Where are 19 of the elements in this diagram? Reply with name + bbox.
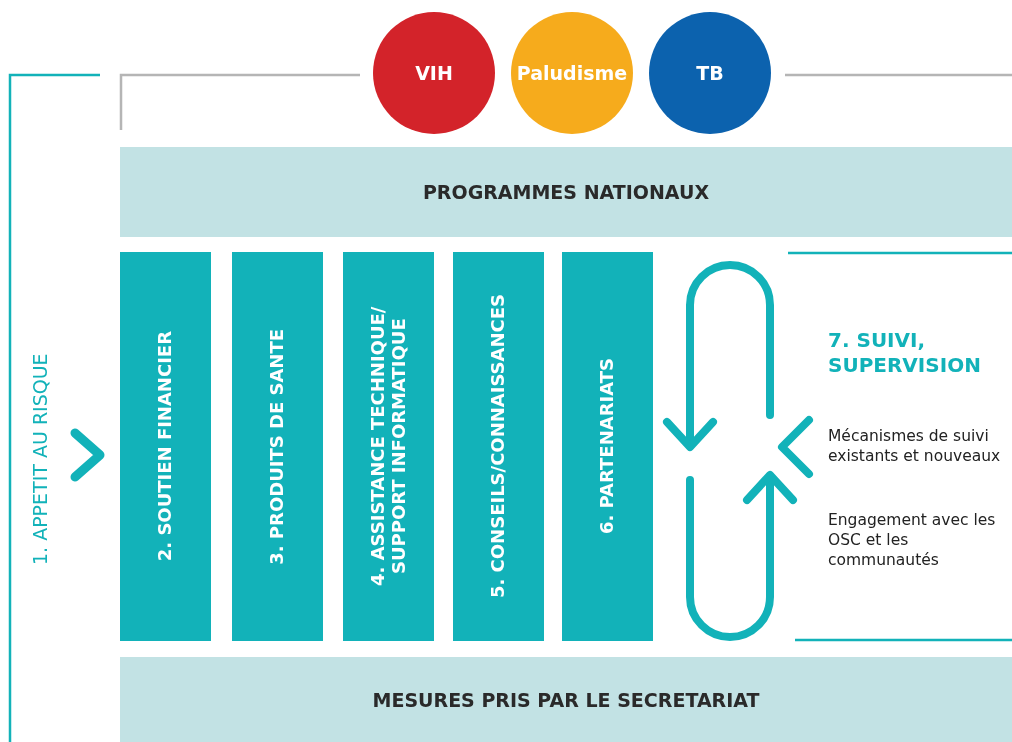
disease-circle: TB <box>649 12 771 134</box>
section-heading: 7. SUIVI, SUPERVISION <box>828 328 982 378</box>
pillar-title: 5. CONSEILS/CONNAISSANCES <box>488 294 509 599</box>
banner-band: MESURES PRIS PAR LE SECRETARIAT <box>120 657 1012 742</box>
pillar-title: 2. SOUTIEN FINANCIER <box>155 331 176 562</box>
risk-label: 1. APPETIT AU RISQUE <box>30 352 52 565</box>
note-text: Mécanismes de suivi existants et nouveaux <box>828 426 1002 467</box>
disease-circle: VIH <box>373 12 495 134</box>
note-text: Engagement avec les OSC et les communautés <box>828 510 997 571</box>
disease-circle: Paludisme <box>511 12 633 134</box>
pillar-bar <box>232 252 323 641</box>
banner-band: PROGRAMMES NATIONAUX <box>120 147 1012 237</box>
pillar-title: 6. PARTENARIATS <box>597 358 618 535</box>
pillar-bar <box>562 252 653 641</box>
pillar-title: 4. ASSISTANCE TECHNIQUE/ SUPPORT INFORMATIQUE <box>367 305 410 589</box>
pillar-bar <box>453 252 544 641</box>
pillar-bar <box>343 252 434 641</box>
pillar-title: 3. PRODUITS DE SANTE <box>267 328 288 565</box>
pillar-bar <box>120 252 211 641</box>
